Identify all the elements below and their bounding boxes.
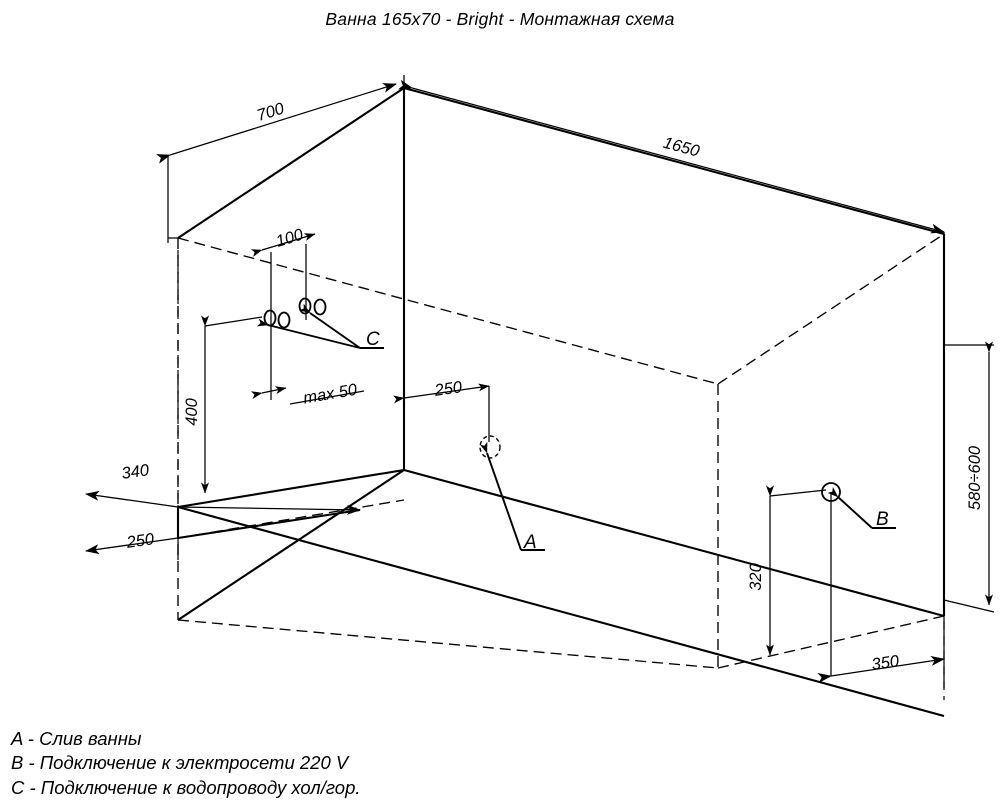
dim-label-100: 100 [274,225,306,251]
dim-label-580-600: 580÷600 [966,445,984,510]
dim-label-340: 340 [120,461,151,483]
dimension-250-left: 250 [85,530,179,560]
dim-label-250-drain: 250 [432,378,464,400]
dimension-580-600: 580÷600 [943,341,995,613]
dimension-250-drain: 250 [393,378,490,442]
legend: A - Слив ванны B - Подключение к электро… [11,727,361,801]
marker-label-a: A [523,532,537,553]
dimension-400: 400 [183,315,263,494]
dim-label-400: 400 [183,397,201,425]
page-title: Ванна 165x70 - Bright - Монтажная схема [325,9,675,29]
water-supply-connections-c: C [256,297,384,350]
dimension-700: 700 [156,75,405,243]
tub-bottom-face [177,468,945,669]
legend-item-c: C - Подключение к водопроводу хол/гор. [11,776,361,798]
electrical-connection-b: B [821,482,896,530]
dimension-350: 350 [817,616,945,688]
dim-label-350: 350 [870,652,901,674]
dimension-320: 320 [747,485,832,676]
legend-item-a: A - Слив ванны [11,727,142,749]
dim-label-max50: max 50 [302,381,359,408]
dimension-340: 340 [85,461,361,515]
dimension-max50: max 50 [250,381,365,408]
tub-lower-sill [177,505,945,718]
dim-label-320: 320 [747,562,765,590]
dim-label-700: 700 [255,99,287,125]
dim-label-250-left: 250 [124,530,156,552]
marker-label-c: C [366,329,380,350]
tub-vertical-edges [177,88,946,668]
center-axis-lines [177,250,945,700]
drain-outlet-a: A [479,435,545,553]
base-reference-plate [176,468,405,539]
legend-item-b: B - Подключение к электросети 220 V [11,752,349,773]
marker-label-b: B [876,509,889,530]
